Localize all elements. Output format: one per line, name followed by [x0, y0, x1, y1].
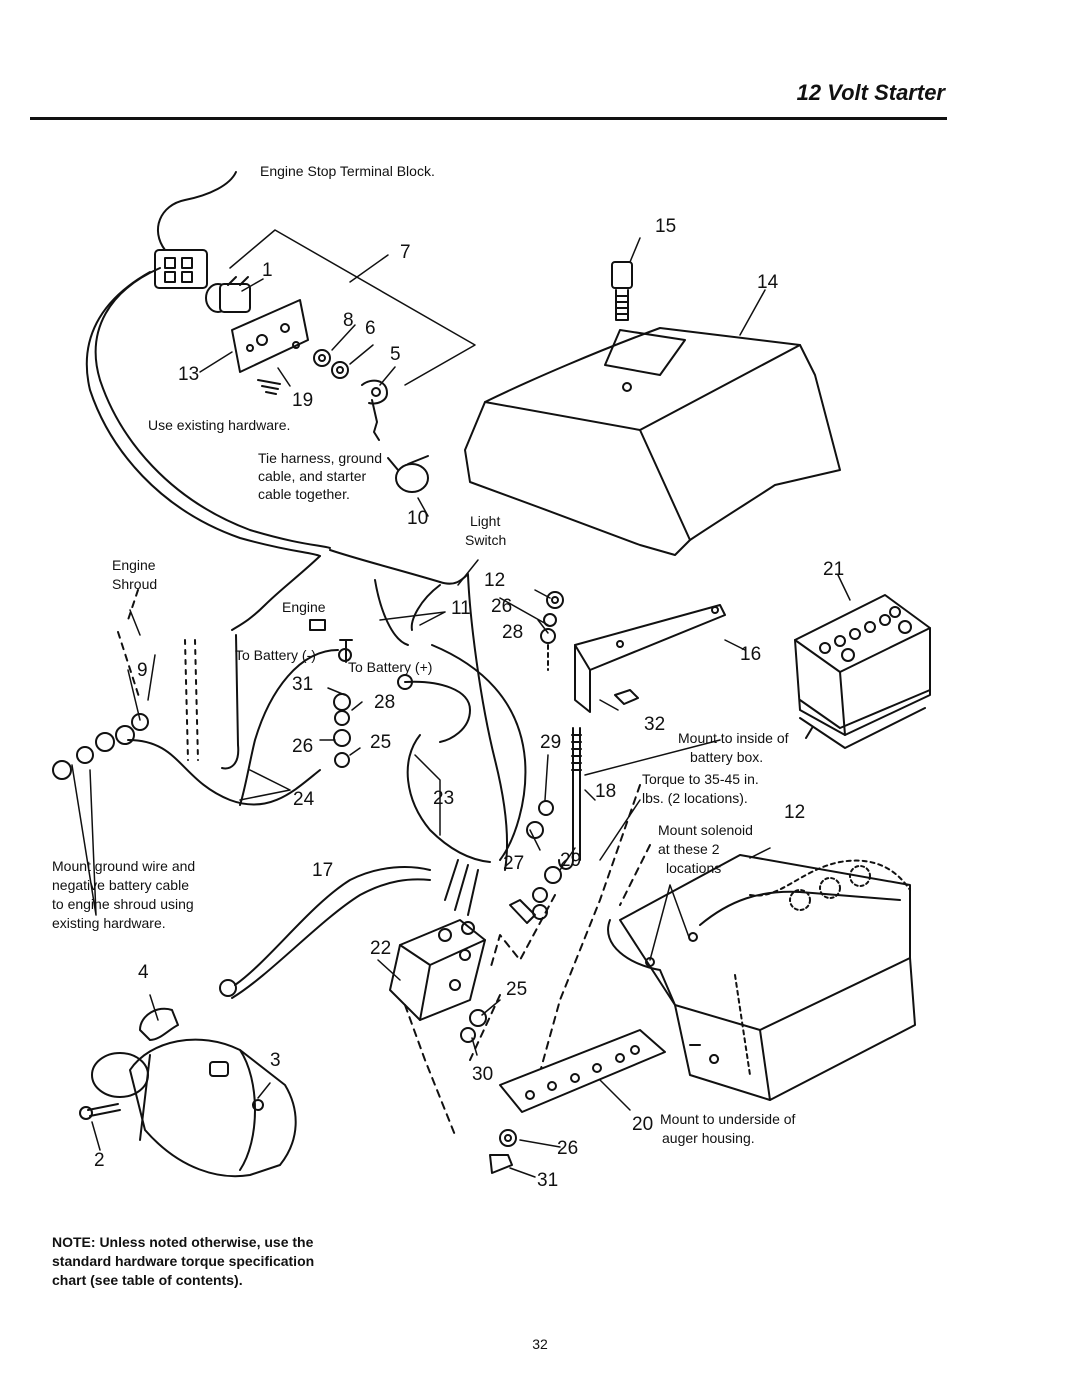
engine-connector [309, 619, 326, 631]
mounting-plate [231, 299, 309, 373]
label-tie-harness-1: Tie harness, ground [258, 450, 382, 466]
starter-solenoid [389, 919, 486, 1021]
page-number: 32 [532, 1336, 548, 1352]
callout-8: 8 [343, 310, 354, 331]
callout-6: 6 [365, 318, 376, 339]
callout-19: 19 [292, 390, 313, 411]
label-to-battery-pos: To Battery (+) [348, 659, 432, 675]
starter-cable [219, 866, 431, 999]
callout-7: 7 [400, 242, 411, 263]
hardware-stack [540, 591, 564, 671]
callout-26a: 26 [491, 596, 512, 617]
key [361, 379, 388, 441]
label-mount-ground-4: existing hardware. [52, 915, 166, 931]
label-engine: Engine [282, 599, 326, 615]
label-to-battery-neg: To Battery (-) [235, 647, 316, 663]
callout-23: 23 [433, 788, 454, 809]
label-engine-shroud-2: Shroud [112, 576, 157, 592]
callout-30: 30 [472, 1064, 493, 1085]
callout-4: 4 [138, 962, 149, 983]
callout-32: 32 [644, 714, 665, 735]
torque-note: NOTE: Unless noted otherwise, use the st… [52, 1234, 315, 1288]
callout-17: 17 [312, 860, 333, 881]
label-mount-underside-2: auger housing. [662, 1130, 755, 1146]
callout-25a: 25 [370, 732, 391, 753]
ignition-switch [205, 276, 251, 313]
callout-10: 10 [407, 508, 428, 529]
bracket-hardware [489, 1129, 517, 1174]
knob [611, 261, 633, 321]
label-tie-harness-2: cable, and starter [258, 468, 367, 484]
label-mount-solenoid-2: at these 2 [658, 841, 720, 857]
label-mount-inside-2: battery box. [690, 749, 763, 765]
label-engine-stop-block: Engine Stop Terminal Block. [260, 163, 435, 179]
callout-20: 20 [632, 1114, 653, 1135]
wiring-harness [85, 267, 469, 631]
callout-2: 2 [94, 1150, 105, 1171]
callout-9: 9 [137, 660, 148, 681]
callout-31a: 31 [292, 674, 313, 695]
terminal-boot [139, 1007, 179, 1041]
callout-24: 24 [293, 789, 315, 810]
label-mount-solenoid-3: locations [666, 860, 721, 876]
header-rule [30, 117, 947, 120]
mount-bracket [499, 1029, 666, 1113]
positive-battery-cable [404, 644, 527, 863]
callout-26c: 26 [557, 1138, 578, 1159]
page-title: 12 Volt Starter [796, 80, 945, 105]
callout-12b: 12 [784, 802, 805, 823]
label-use-existing-hardware: Use existing hardware. [148, 417, 290, 433]
label-torque-1: Torque to 35-45 in. [642, 771, 759, 787]
cable-tie [387, 455, 429, 493]
callout-26b: 26 [292, 736, 313, 757]
callout-1: 1 [262, 260, 273, 281]
callout-31b: 31 [537, 1170, 558, 1191]
label-mount-ground-2: negative battery cable [52, 877, 189, 893]
battery-box-cover [464, 327, 841, 556]
callout-25b: 25 [506, 979, 527, 1000]
label-mount-inside-1: Mount to inside of [678, 730, 789, 746]
clip [614, 689, 639, 705]
callout-18: 18 [595, 781, 616, 802]
ground-hardware [52, 713, 149, 780]
label-mount-ground-3: to engine shroud using [52, 896, 194, 912]
negative-battery-cable [127, 634, 339, 806]
callout-27: 27 [503, 853, 524, 874]
callout-3: 3 [270, 1050, 281, 1071]
callout-29b: 29 [560, 850, 581, 871]
battery-box [607, 854, 916, 1101]
label-engine-shroud-1: Engine [112, 557, 156, 573]
callout-28a: 28 [502, 622, 523, 643]
label-tie-harness-3: cable together. [258, 486, 350, 502]
battery-bracket [574, 604, 726, 713]
callout-28b: 28 [374, 692, 395, 713]
label-switch: Switch [465, 532, 506, 548]
engine-stop-terminal-block [154, 171, 237, 289]
callout-5: 5 [390, 344, 401, 365]
solenoid-wires [374, 574, 508, 916]
callout-22: 22 [370, 938, 391, 959]
starter-bolt [79, 1103, 121, 1120]
label-mount-underside-1: Mount to underside of [660, 1111, 796, 1127]
callout-14: 14 [757, 272, 779, 293]
starter-motor [91, 1038, 297, 1178]
label-mount-solenoid-1: Mount solenoid [658, 822, 753, 838]
callout-13: 13 [178, 364, 199, 385]
j-bolt [558, 727, 582, 870]
callout-21: 21 [823, 559, 844, 580]
callout-15: 15 [655, 216, 676, 237]
callout-29a: 29 [540, 732, 561, 753]
label-torque-2: lbs. (2 locations). [642, 790, 748, 806]
battery [794, 594, 931, 749]
callout-11: 11 [451, 598, 471, 619]
hardware-washers [313, 349, 349, 379]
label-mount-ground-1: Mount ground wire and [52, 858, 195, 874]
label-light: Light [470, 513, 500, 529]
callout-16: 16 [740, 644, 761, 665]
callout-12a: 12 [484, 570, 505, 591]
